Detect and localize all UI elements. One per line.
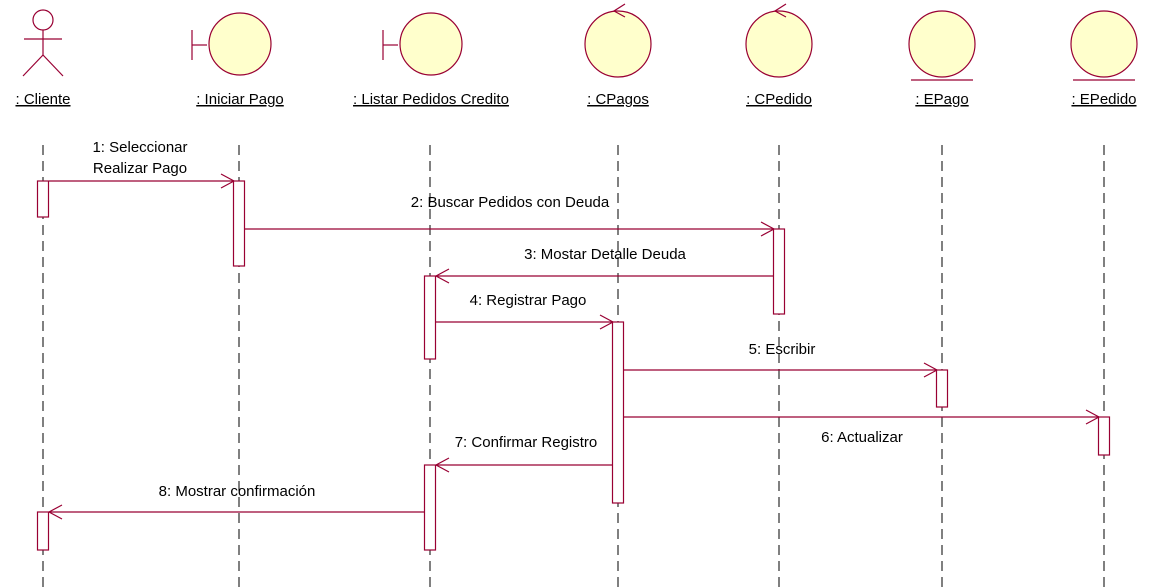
activation-cpagos bbox=[611, 321, 625, 504]
entity-icon bbox=[908, 10, 976, 81]
object-label-listar_pedidos: : Listar Pedidos Credito bbox=[353, 91, 509, 108]
message-label: 1: Seleccionar bbox=[92, 139, 187, 156]
message-label: 3: Mostar Detalle Deuda bbox=[524, 246, 686, 263]
objects: : Cliente : Iniciar Pago : Listar Pedidos … bbox=[15, 3, 1138, 108]
control-icon bbox=[745, 3, 813, 78]
object-label-cliente: : Cliente bbox=[15, 91, 70, 108]
lifelines bbox=[42, 145, 1105, 588]
message-6: 6: Actualizar bbox=[624, 409, 1101, 446]
object-cpedido[interactable]: : CPedido bbox=[745, 3, 813, 108]
message-label: 2: Buscar Pedidos con Deuda bbox=[411, 194, 610, 211]
message-5: 5: Escribir bbox=[624, 341, 939, 378]
activation-iniciar_pago bbox=[232, 180, 246, 267]
arrowhead-icon bbox=[47, 504, 63, 520]
arrowhead-icon bbox=[760, 221, 776, 237]
message-3: 3: Mostar Detalle Deuda bbox=[434, 246, 774, 284]
activation-listar_pedidos bbox=[423, 464, 437, 551]
object-iniciar_pago[interactable]: : Iniciar Pago bbox=[191, 12, 284, 108]
arrowhead-icon bbox=[434, 268, 450, 284]
object-epedido[interactable]: : EPedido bbox=[1070, 10, 1138, 108]
arrowhead-icon bbox=[923, 362, 939, 378]
object-cliente[interactable]: : Cliente bbox=[15, 9, 71, 108]
object-label-cpedido: : CPedido bbox=[746, 91, 812, 108]
message-4: 4: Registrar Pago bbox=[436, 292, 615, 330]
arrowhead-icon bbox=[220, 173, 236, 189]
object-listar_pedidos[interactable]: : Listar Pedidos Credito bbox=[353, 12, 509, 108]
boundary-icon bbox=[382, 12, 463, 76]
control-icon bbox=[584, 3, 652, 78]
message-label: 4: Registrar Pago bbox=[470, 292, 587, 309]
object-label-iniciar_pago: : Iniciar Pago bbox=[196, 91, 284, 108]
object-label-epedido: : EPedido bbox=[1071, 91, 1136, 108]
actor-icon bbox=[22, 9, 64, 77]
activation-cliente bbox=[36, 511, 50, 551]
activation-cliente bbox=[36, 180, 50, 218]
activation-epago bbox=[935, 369, 949, 408]
message-label: Realizar Pago bbox=[93, 160, 187, 177]
boundary-icon bbox=[191, 12, 272, 76]
object-label-cpagos: : CPagos bbox=[587, 91, 649, 108]
object-epago[interactable]: : EPago bbox=[908, 10, 976, 108]
message-label: 7: Confirmar Registro bbox=[455, 434, 598, 451]
message-8: 8: Mostrar confirmación bbox=[47, 483, 425, 520]
entity-icon bbox=[1070, 10, 1138, 81]
message-label: 8: Mostrar confirmación bbox=[159, 483, 316, 500]
arrowhead-icon bbox=[434, 457, 450, 473]
object-label-epago: : EPago bbox=[915, 91, 968, 108]
activation-epedido bbox=[1097, 416, 1111, 456]
message-label: 6: Actualizar bbox=[821, 429, 903, 446]
message-7: 7: Confirmar Registro bbox=[434, 434, 613, 473]
activation-listar_pedidos bbox=[423, 275, 437, 360]
arrowhead-icon bbox=[599, 314, 615, 330]
activation-cpedido bbox=[772, 228, 786, 315]
activation-bars bbox=[36, 180, 1111, 551]
object-cpagos[interactable]: : CPagos bbox=[584, 3, 652, 108]
message-label: 5: Escribir bbox=[749, 341, 816, 358]
message-2: 2: Buscar Pedidos con Deuda bbox=[245, 194, 776, 237]
arrowhead-icon bbox=[1085, 409, 1101, 425]
